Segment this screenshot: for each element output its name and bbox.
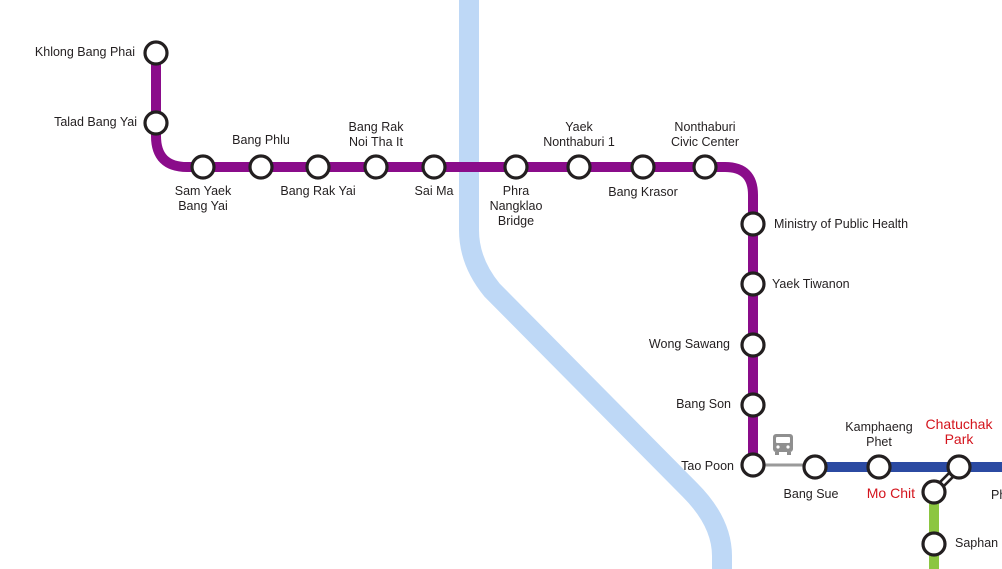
label-line: Nonthaburi 1 (543, 135, 615, 149)
label-line: Bang Rak (348, 120, 404, 134)
label-ph-cut: Ph (991, 488, 1002, 502)
label-yaek-nonthaburi-1: Yaek Nonthaburi 1 (529, 120, 629, 150)
station-nonthaburi-civic-center[interactable] (692, 154, 718, 180)
label-line: Sam Yaek (174, 184, 232, 198)
label-sam-yaek-bang-yai: Sam Yaek Bang Yai (163, 184, 243, 214)
station-wong-sawang[interactable] (740, 332, 766, 358)
label-mo-chit: Mo Chit (866, 485, 915, 501)
label-wong-sawang: Wong Sawang (648, 337, 730, 351)
station-mo-chit[interactable] (921, 479, 947, 505)
station-sam-yaek-bang-yai[interactable] (190, 154, 216, 180)
label-kamphaeng-phet: Kamphaeng Phet (829, 420, 929, 450)
label-line: Bridge (497, 214, 535, 228)
label-line: Kamphaeng (845, 420, 913, 434)
label-yaek-tiwanon: Yaek Tiwanon (772, 277, 850, 291)
label-bang-rak-yai: Bang Rak Yai (280, 184, 356, 198)
label-nonthaburi-civic-center: Nonthaburi Civic Center (655, 120, 755, 150)
label-bang-sue: Bang Sue (783, 487, 839, 501)
label-line: Noi Tha It (349, 135, 403, 149)
station-bang-sue[interactable] (802, 454, 828, 480)
station-yaek-tiwanon[interactable] (740, 271, 766, 297)
station-bang-krasor[interactable] (630, 154, 656, 180)
label-saphan: Saphan (955, 536, 999, 550)
station-bang-rak-noi-tha-it[interactable] (363, 154, 389, 180)
label-bang-krasor: Bang Krasor (608, 185, 678, 199)
label-line: Civic Center (670, 135, 740, 149)
label-line: Phet (866, 435, 892, 449)
label-bang-rak-noi-tha-it: Bang Rak Noi Tha It (331, 120, 421, 150)
label-line: Chatuchak (925, 416, 993, 432)
label-khlong-bang-phai: Khlong Bang Phai (34, 45, 135, 59)
label-bang-phlu: Bang Phlu (232, 133, 290, 147)
station-saphan[interactable] (921, 531, 947, 557)
station-talad-bang-yai[interactable] (143, 110, 169, 136)
station-kamphaeng-phet[interactable] (866, 454, 892, 480)
station-chatuchak-park[interactable] (946, 454, 972, 480)
bus-icon (773, 434, 793, 455)
label-ministry-of-public-health: Ministry of Public Health (774, 217, 909, 231)
label-phra-nangklao-bridge: Phra Nangklao Bridge (476, 184, 556, 229)
label-sai-ma: Sai Ma (414, 184, 454, 198)
label-talad-bang-yai: Talad Bang Yai (54, 115, 137, 129)
label-line: Nonthaburi (674, 120, 736, 134)
station-khlong-bang-phai[interactable] (143, 40, 169, 66)
station-tao-poon[interactable] (740, 452, 766, 478)
label-tao-poon: Tao Poon (681, 459, 734, 473)
station-yaek-nonthaburi-1[interactable] (566, 154, 592, 180)
label-line: Phra (502, 184, 530, 198)
station-bang-son[interactable] (740, 392, 766, 418)
station-ministry-of-public-health[interactable] (740, 211, 766, 237)
label-line: Park (944, 431, 974, 447)
station-sai-ma[interactable] (421, 154, 447, 180)
label-line: Nangklao (489, 199, 543, 213)
purple-line (151, 53, 758, 465)
label-chatuchak-park: Chatuchak Park (916, 417, 1002, 447)
label-line: Bang Yai (178, 199, 228, 213)
station-bang-rak-yai[interactable] (305, 154, 331, 180)
label-line: Yaek (565, 120, 593, 134)
river (459, 0, 732, 569)
station-bang-phlu[interactable] (248, 154, 274, 180)
station-phra-nangklao-bridge[interactable] (503, 154, 529, 180)
label-bang-son: Bang Son (676, 397, 731, 411)
